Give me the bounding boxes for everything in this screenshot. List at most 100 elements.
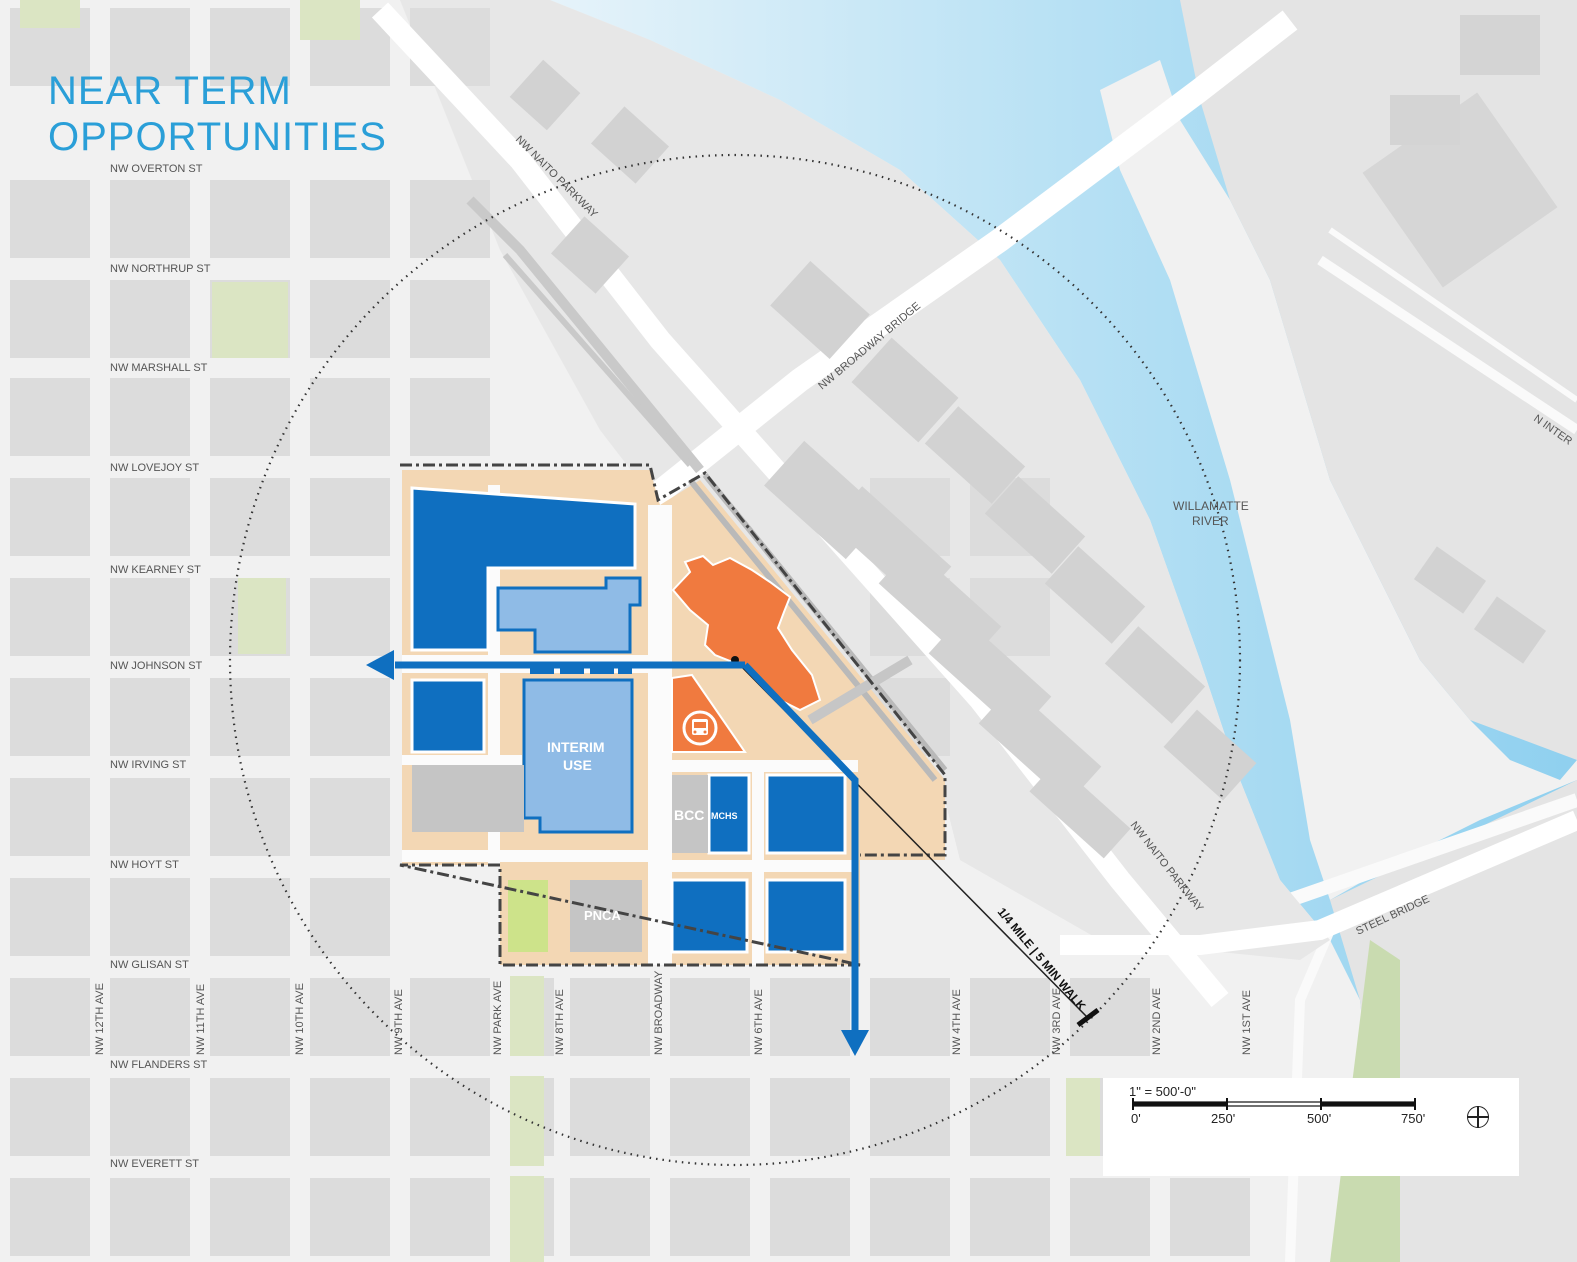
street-label-vertical: NW 10TH AVE [294,983,306,1055]
city-block [110,978,190,1056]
city-block [970,1078,1050,1156]
street-label-vertical: NW 8TH AVE [554,989,566,1055]
city-block [310,378,390,456]
site-boundary [399,463,947,967]
street-label-horizontal: NW JOHNSON ST [110,660,203,672]
city-block [110,1178,190,1256]
street-label-horizontal: NW FLANDERS ST [110,1059,207,1071]
city-block [770,978,850,1056]
city-block [210,8,290,86]
city-block [210,778,290,856]
street-label-horizontal: NW EVERETT ST [110,1158,199,1170]
city-block [770,1078,850,1156]
street-label-vertical: NW 12TH AVE [94,983,106,1055]
city-block [670,978,750,1056]
street-label-horizontal: NW LOVEJOY ST [110,462,199,474]
city-block [310,1078,390,1156]
page-title: NEAR TERM OPPORTUNITIES [48,68,387,160]
city-block [110,878,190,956]
city-block [1170,1178,1250,1256]
bcc-label: BCC [674,807,704,823]
city-block [10,478,90,556]
street-label-vertical: NW 4TH AVE [951,989,963,1055]
city-block [970,1178,1050,1256]
street-label-vertical: NW 9TH AVE [393,989,405,1055]
city-block [670,1178,750,1256]
city-block [310,878,390,956]
city-block [110,578,190,656]
city-block [410,978,490,1056]
city-block [110,478,190,556]
city-block [210,180,290,258]
street-label-horizontal: NW OVERTON ST [110,163,203,175]
street-label-horizontal: NW GLISAN ST [110,959,189,971]
city-block [10,578,90,656]
street-label-vertical: NW 11TH AVE [195,984,207,1055]
city-block [10,1178,90,1256]
pedestrian-route [395,661,859,1040]
city-block [410,1178,490,1256]
city-block [110,1078,190,1156]
city-block [210,478,290,556]
union-station [671,554,822,753]
bus-icon [682,710,718,746]
city-block [410,280,490,358]
city-block [1070,1178,1150,1256]
city-block [310,778,390,856]
title-line-2: OPPORTUNITIES [48,115,387,159]
north-arrow-icon [1467,1106,1489,1128]
city-block [310,578,390,656]
river-label-1: WILLAMATTE [1173,499,1249,513]
city-block [310,678,390,756]
scale-label-750: 750' [1401,1111,1426,1126]
city-block [870,1078,950,1156]
city-block [410,378,490,456]
mchs-label: MCHS [711,811,738,821]
city-block [110,378,190,456]
title-line-1: NEAR TERM [48,69,292,113]
scale-label-250: 250' [1211,1111,1236,1126]
city-block [10,778,90,856]
walk-radius-circle [228,153,1242,1167]
city-block [10,180,90,258]
city-block [310,1178,390,1256]
arrow-west-icon [366,650,394,680]
development-blocks [410,486,847,954]
street-label-horizontal: NW NORTHRUP ST [110,263,211,275]
street-label-horizontal: NW KEARNEY ST [110,564,201,576]
city-block [870,1178,950,1256]
interim-label-1: INTERIM [547,739,605,755]
riverfront-buildings [509,59,1547,859]
street-label-vertical: NW 1ST AVE [1241,990,1253,1055]
city-block [570,978,650,1056]
interim-label-2: USE [563,757,592,773]
city-block [210,1178,290,1256]
city-block [310,478,390,556]
existing-buildings [412,765,708,952]
city-block [1070,978,1150,1056]
city-block [10,378,90,456]
city-block [210,878,290,956]
city-block [10,1078,90,1156]
parks [20,0,1100,1262]
city-block [110,8,190,86]
street-label-vertical: NW 2ND AVE [1151,988,1163,1055]
city-block [210,678,290,756]
city-block [670,1078,750,1156]
west-riverbank [400,0,1330,960]
city-block [310,280,390,358]
city-block [310,180,390,258]
city-block [410,180,490,258]
interim-blocks [496,576,642,834]
street-label-vertical: NW 6TH AVE [753,989,765,1055]
city-block [870,978,950,1056]
arrow-south-icon [841,1030,869,1056]
city-block [570,1078,650,1156]
city-block [110,778,190,856]
scale-label-500: 500' [1307,1111,1332,1126]
city-block [110,280,190,358]
street-label-vertical: NW BROADWAY [653,970,665,1055]
city-block [970,978,1050,1056]
city-block [210,978,290,1056]
